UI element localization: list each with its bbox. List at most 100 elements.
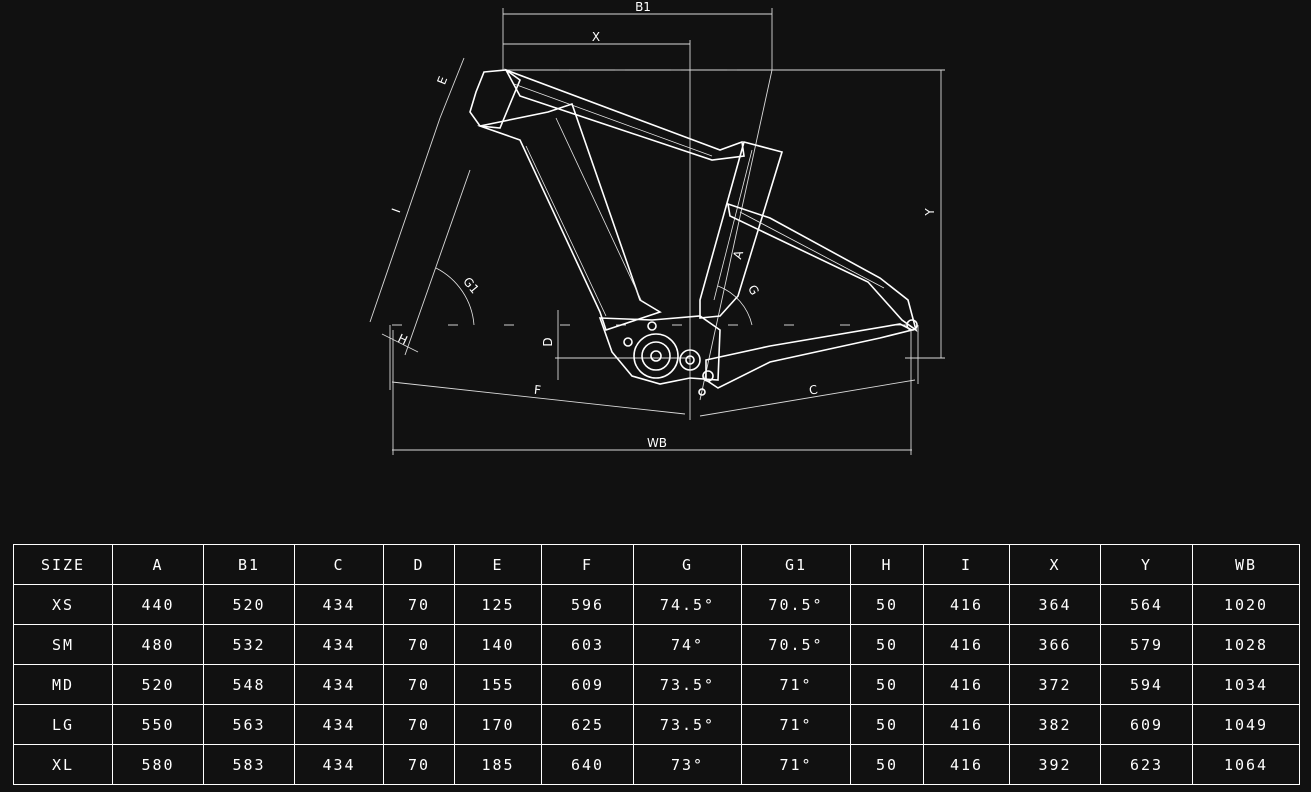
table-cell: 1064 (1192, 744, 1300, 785)
table-cell: 74.5° (633, 584, 742, 625)
table-cell: 50 (850, 664, 924, 705)
label-e: E (434, 74, 450, 86)
table-cell: 382 (1009, 704, 1101, 745)
table-cell: 1049 (1192, 704, 1300, 745)
dimension-lines (369, 8, 945, 455)
table-cell: 70 (383, 584, 455, 625)
table-cell: 70.5° (741, 624, 851, 665)
table-cell: 71° (741, 704, 851, 745)
column-header: B1 (203, 544, 295, 585)
table-cell: 640 (541, 744, 634, 785)
column-header: H (850, 544, 924, 585)
table-cell: 520 (112, 664, 204, 705)
table-cell: 609 (1100, 704, 1193, 745)
table-cell: 70 (383, 744, 455, 785)
table-cell: 440 (112, 584, 204, 625)
table-cell: 520 (203, 584, 295, 625)
table-cell: 50 (850, 704, 924, 745)
size-cell: MD (13, 664, 113, 705)
table-cell: 603 (541, 624, 634, 665)
table-cell: 155 (454, 664, 542, 705)
table-cell: 596 (541, 584, 634, 625)
table-cell: 416 (923, 584, 1010, 625)
table-cell: 416 (923, 624, 1010, 665)
column-header: SIZE (13, 544, 113, 585)
table-cell: 434 (294, 704, 384, 745)
table-cell: 609 (541, 664, 634, 705)
column-header: G (633, 544, 742, 585)
table-cell: 580 (112, 744, 204, 785)
size-cell: SM (13, 624, 113, 665)
table-cell: 550 (112, 704, 204, 745)
table-cell: 73.5° (633, 704, 742, 745)
table-cell: 372 (1009, 664, 1101, 705)
label-d: D (541, 337, 555, 346)
table-cell: 434 (294, 744, 384, 785)
size-cell: XS (13, 584, 113, 625)
table-cell: 185 (454, 744, 542, 785)
table-cell: 623 (1100, 744, 1193, 785)
column-header: WB (1192, 544, 1300, 585)
column-header: C (294, 544, 384, 585)
table-cell: 50 (850, 624, 924, 665)
label-y: Y (923, 208, 937, 217)
column-header: G1 (741, 544, 851, 585)
label-i: I (389, 207, 403, 215)
table-cell: 50 (850, 584, 924, 625)
table-cell: 1034 (1192, 664, 1300, 705)
table-cell: 594 (1100, 664, 1193, 705)
bike-frame (469, 68, 918, 396)
table-cell: 548 (203, 664, 295, 705)
column-header: Y (1100, 544, 1193, 585)
table-cell: 70 (383, 664, 455, 705)
table-cell: 583 (203, 744, 295, 785)
label-wb: WB (647, 436, 667, 450)
column-header: F (541, 544, 634, 585)
table-cell: 434 (294, 624, 384, 665)
table-cell: 73° (633, 744, 742, 785)
table-cell: 1028 (1192, 624, 1300, 665)
table-cell: 480 (112, 624, 204, 665)
table-cell: 1020 (1192, 584, 1300, 625)
column-header: A (112, 544, 204, 585)
table-cell: 392 (1009, 744, 1101, 785)
table-cell: 140 (454, 624, 542, 665)
table-cell: 70.5° (741, 584, 851, 625)
table-cell: 364 (1009, 584, 1101, 625)
table-cell: 125 (454, 584, 542, 625)
size-cell: XL (13, 744, 113, 785)
label-b1: B1 (635, 0, 651, 14)
table-cell: 564 (1100, 584, 1193, 625)
table-cell: 50 (850, 744, 924, 785)
table-cell: 416 (923, 664, 1010, 705)
table-cell: 416 (923, 744, 1010, 785)
table-cell: 532 (203, 624, 295, 665)
table-cell: 71° (741, 664, 851, 705)
label-x: X (592, 30, 600, 44)
dimension-labels: B1 X E I G1 H D F A G C Y WB (389, 0, 937, 450)
table-cell: 416 (923, 704, 1010, 745)
table-cell: 170 (454, 704, 542, 745)
frame-geometry-diagram: B1 X E I G1 H D F A G C Y WB (369, 0, 945, 455)
column-header: I (923, 544, 1010, 585)
table-cell: 73.5° (633, 664, 742, 705)
table-cell: 70 (383, 704, 455, 745)
table-cell: 579 (1100, 624, 1193, 665)
table-cell: 70 (383, 624, 455, 665)
size-cell: LG (13, 704, 113, 745)
label-a: A (730, 248, 746, 261)
label-h: H (396, 331, 410, 348)
table-cell: 625 (541, 704, 634, 745)
table-cell: 434 (294, 584, 384, 625)
label-c: C (808, 382, 819, 397)
label-g: G (745, 282, 762, 297)
column-header: E (454, 544, 542, 585)
table-cell: 563 (203, 704, 295, 745)
table-cell: 74° (633, 624, 742, 665)
